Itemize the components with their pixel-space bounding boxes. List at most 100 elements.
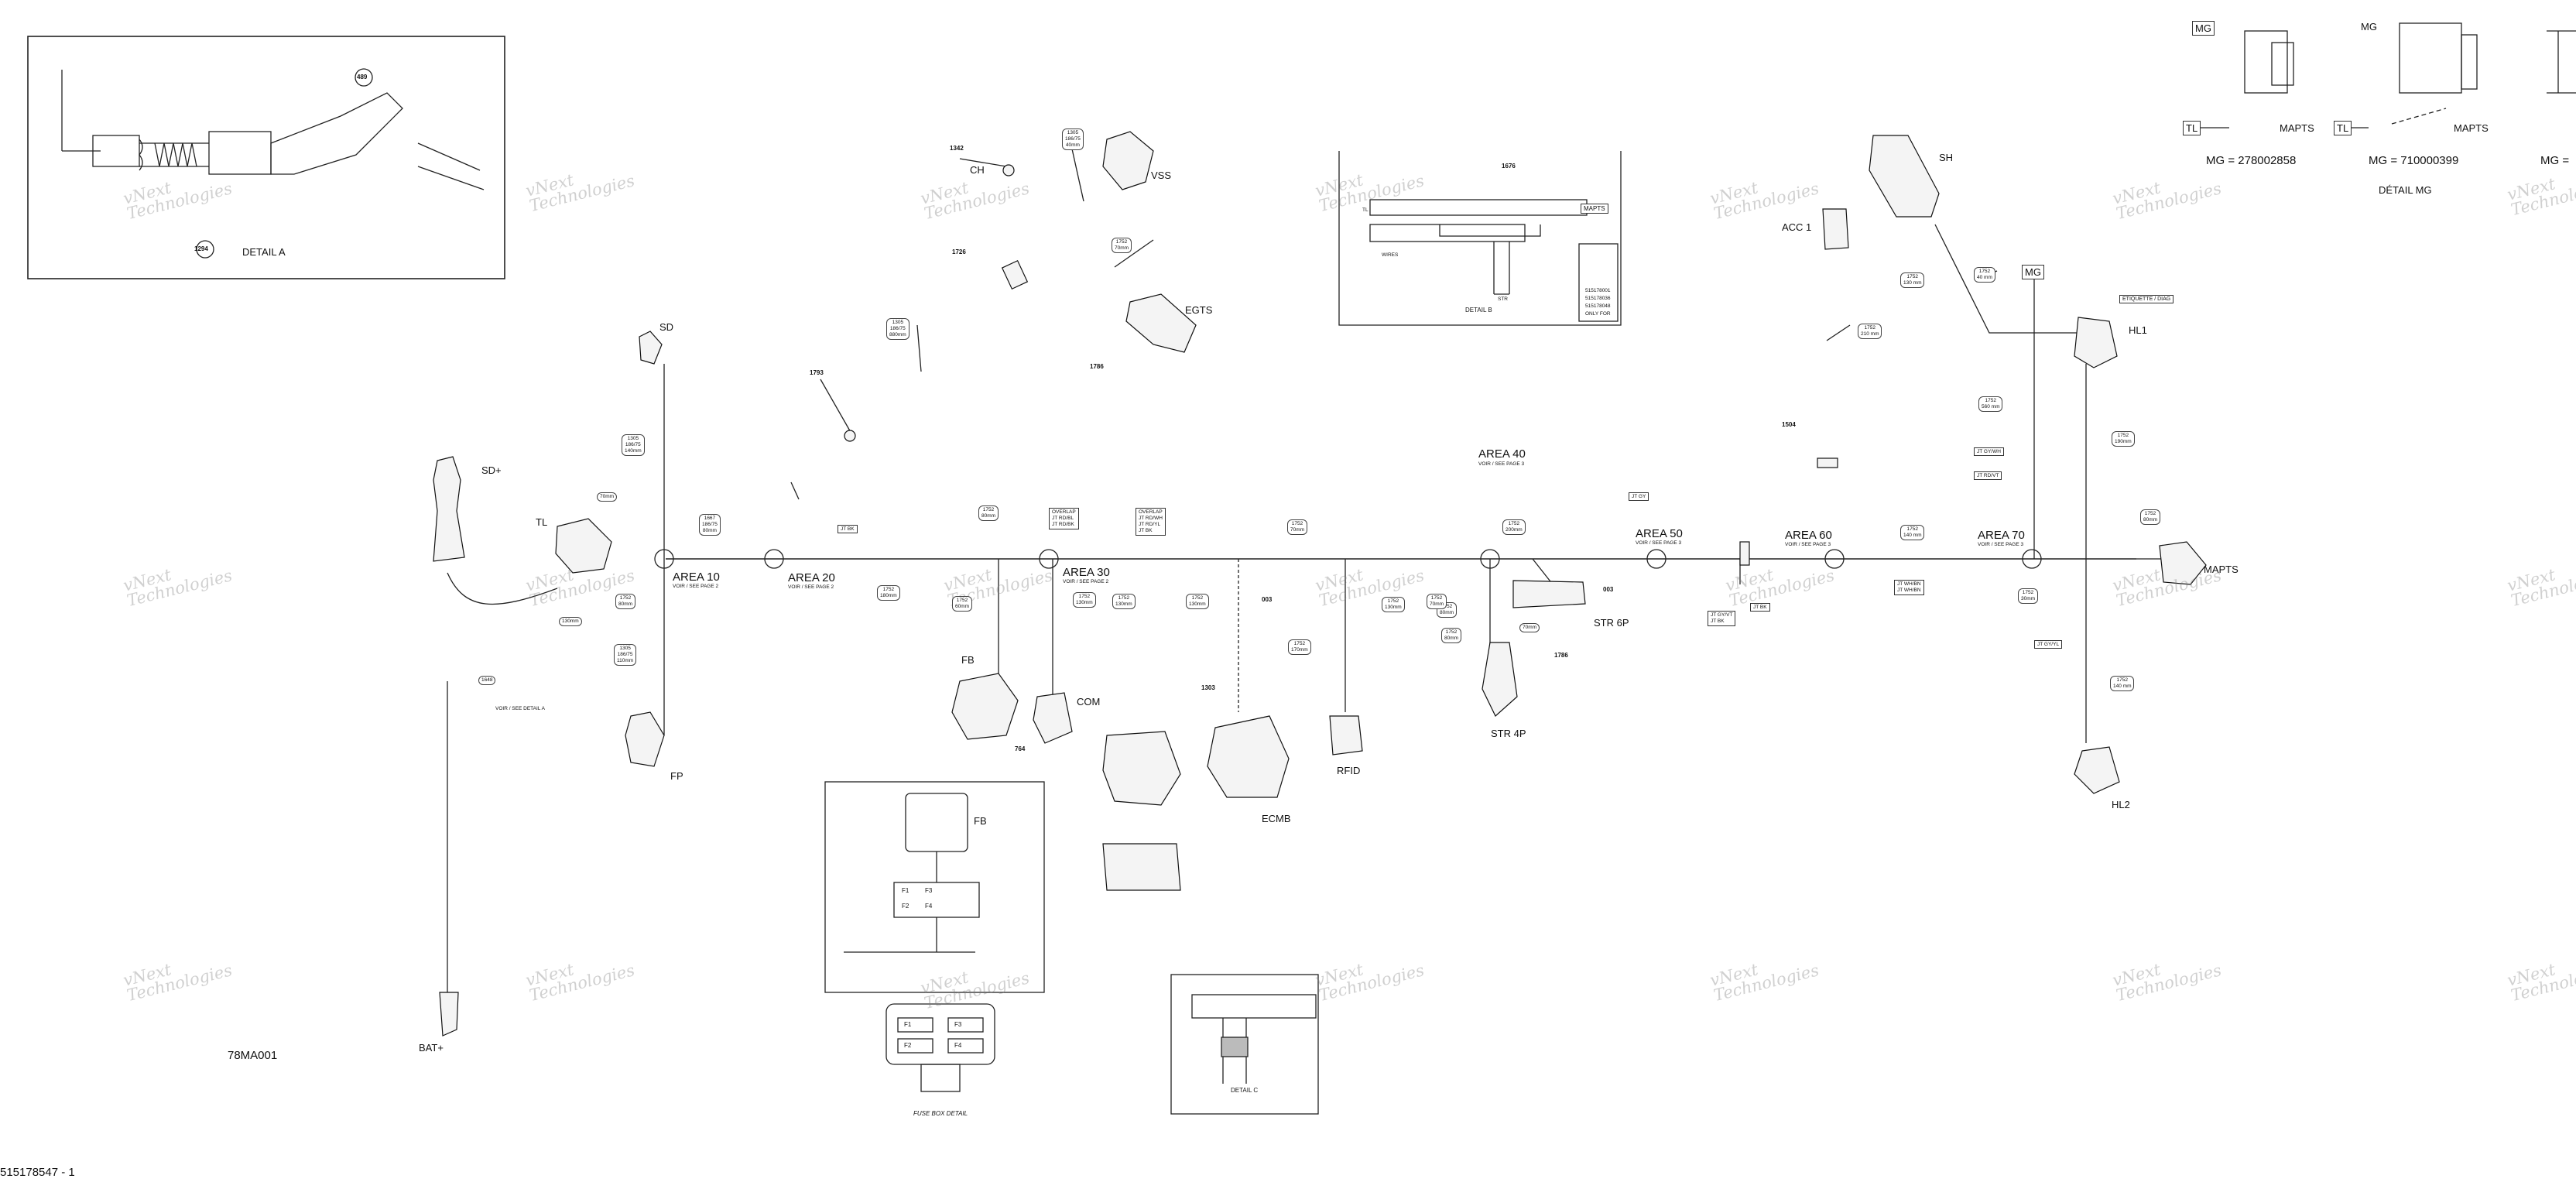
tl-label-r2: TL [2334, 121, 2352, 135]
length-note: 1305 186/75 110mm [614, 644, 637, 666]
detail-a-frame [27, 36, 505, 279]
area-50-label: AREA 50 [1636, 527, 1683, 540]
connector-bat-plus-label: BAT+ [419, 1042, 444, 1054]
junction-box: JT BK [838, 525, 858, 533]
connector-ecmb-label: ECMB [1262, 813, 1291, 824]
ref-number: 1786 [1090, 363, 1104, 370]
mapts-label-r2: MAPTS [2454, 122, 2489, 134]
fuse-box-detail-frame [824, 781, 1045, 993]
detail-a-ref: 1294 [194, 245, 208, 252]
junction-box: JT WH/BN JT WH/BN [1894, 580, 1924, 595]
ring-terminal-shape [844, 430, 856, 442]
length-note: 70mm [597, 492, 618, 502]
mg-label-r2: MG [2361, 21, 2377, 33]
length-note: 1752 80mm [978, 505, 999, 521]
connector-acc1-label: ACC 1 [1782, 221, 1812, 233]
ref-number: 1342 [950, 145, 964, 152]
fp-connector-shape [625, 711, 665, 767]
connector-vss-label: VSS [1151, 170, 1172, 181]
area-10-sub: VOIR / SEE PAGE 2 [673, 584, 719, 589]
area-60-sub: VOIR / SEE PAGE 3 [1785, 542, 1831, 547]
splice-shape [1739, 541, 1750, 566]
connector-mg-label: MG [2022, 265, 2044, 279]
relay-shape [1817, 457, 1838, 468]
area-30-label: AREA 30 [1063, 566, 1110, 579]
area-40-label: AREA 40 [1478, 447, 1526, 461]
area-30-sub: VOIR / SEE PAGE 2 [1063, 579, 1109, 584]
area-70-sub: VOIR / SEE PAGE 3 [1978, 542, 2024, 547]
area-40-sub: VOIR / SEE PAGE 3 [1478, 461, 1525, 467]
egts-connector-shape [1125, 293, 1197, 353]
connector-sd-label: SD [659, 321, 674, 333]
connector-hl1-label: HL1 [2129, 324, 2147, 336]
length-note: 70mm [1519, 623, 1540, 632]
ecmb-connector-shape [1207, 715, 1290, 798]
connector-sh-label: SH [1939, 152, 1954, 163]
length-note: 1752 140 mm [2110, 676, 2135, 691]
detail-mg-title: DÉTAIL MG [2379, 184, 2432, 196]
rfid-connector-shape [1329, 715, 1363, 756]
area-50-sub: VOIR / SEE PAGE 3 [1636, 540, 1682, 546]
com-connector-shape [1033, 692, 1073, 744]
detail-a-ref: 489 [357, 74, 368, 81]
length-note: 1752 190mm [2112, 431, 2135, 447]
length-note: 1752 130 mm [1900, 272, 1925, 288]
length-note: 1752 130mm [1073, 592, 1096, 608]
connector-block-1-shape [1102, 731, 1181, 806]
length-note: 1752 40 mm [1974, 267, 1995, 283]
length-note: 1752 140 mm [1900, 525, 1925, 540]
fuse-label: F3 [925, 887, 933, 894]
fuse-label: F4 [925, 903, 933, 910]
length-note: 1752 70mm [1112, 238, 1132, 253]
junction-box: JT GY/WH [1974, 447, 2004, 456]
length-note: 1752 180mm [877, 585, 900, 601]
see-detail-a: VOIR / SEE DETAIL A [495, 706, 545, 711]
length-note: 1752 170mm [1288, 639, 1311, 655]
overlap-box: OVERLAP JT RD/WH JT RD/YL JT BK [1136, 508, 1166, 536]
connector-sd-plus-label: SD+ [481, 464, 502, 476]
area-20-sub: VOIR / SEE PAGE 2 [788, 584, 834, 590]
mapts-label-r1: MAPTS [2280, 122, 2314, 134]
length-note: 1752 130mm [1382, 597, 1405, 612]
connector-egts-label: EGTS [1185, 304, 1213, 316]
branch-sd-plus [447, 572, 558, 605]
junction-box: JT BK [1750, 603, 1770, 612]
page-reference: 515178547 - 1 [0, 1166, 75, 1179]
sh-connector-shape [1869, 135, 1940, 218]
fb-connector-shape [951, 673, 1019, 740]
tl-connector-shape [555, 518, 612, 574]
fuse-label: F3 [954, 1021, 962, 1028]
mg-part-number: MG = [2540, 154, 2570, 167]
length-note: 1667 186/75 80mm [699, 514, 721, 536]
length-note: 1752 80mm [615, 594, 636, 609]
area-60-label: AREA 60 [1785, 529, 1832, 542]
length-note: 1752 560 mm [1978, 396, 2003, 412]
length-note: 1305 186/75 140mm [622, 434, 645, 456]
detail-b-tl-label: TL [1362, 207, 1368, 213]
ref-number: 003 [1262, 596, 1273, 603]
junction-box: JT GY [1629, 492, 1649, 501]
detail-b-title: DETAIL B [1465, 307, 1492, 314]
length-note: 1752 30mm [2018, 588, 2039, 604]
overlap-box: OVERLAP JT RD/BL JT RD/BK [1049, 508, 1079, 529]
detail-b-ref: 1676 [1502, 163, 1516, 170]
connector-str4p-label: STR 4P [1491, 728, 1526, 739]
sd-connector-shape [639, 331, 663, 365]
length-note: 1752 80mm [1441, 628, 1462, 643]
length-note: 1752 130mm [1186, 594, 1209, 609]
fuse-label: F2 [902, 903, 909, 910]
length-note: 1752 210 mm [1858, 324, 1882, 339]
sd-plus-terminal-shape [433, 456, 465, 562]
connector-fp-label: FP [670, 770, 683, 782]
ref-number: 1726 [952, 248, 966, 255]
length-note: 1752 70mm [1287, 519, 1308, 535]
hl2-connector-shape [2074, 746, 2120, 794]
detail-a-title: DETAIL A [242, 246, 286, 258]
ref-number: 1793 [810, 369, 824, 376]
detail-c-title: DETAIL C [1231, 1087, 1259, 1094]
junction-box: JT GY/YL [2034, 640, 2063, 649]
detail-c-frame [1170, 974, 1319, 1115]
detail-b-frame [1338, 151, 1622, 326]
hl1-connector-shape [2074, 317, 2118, 368]
